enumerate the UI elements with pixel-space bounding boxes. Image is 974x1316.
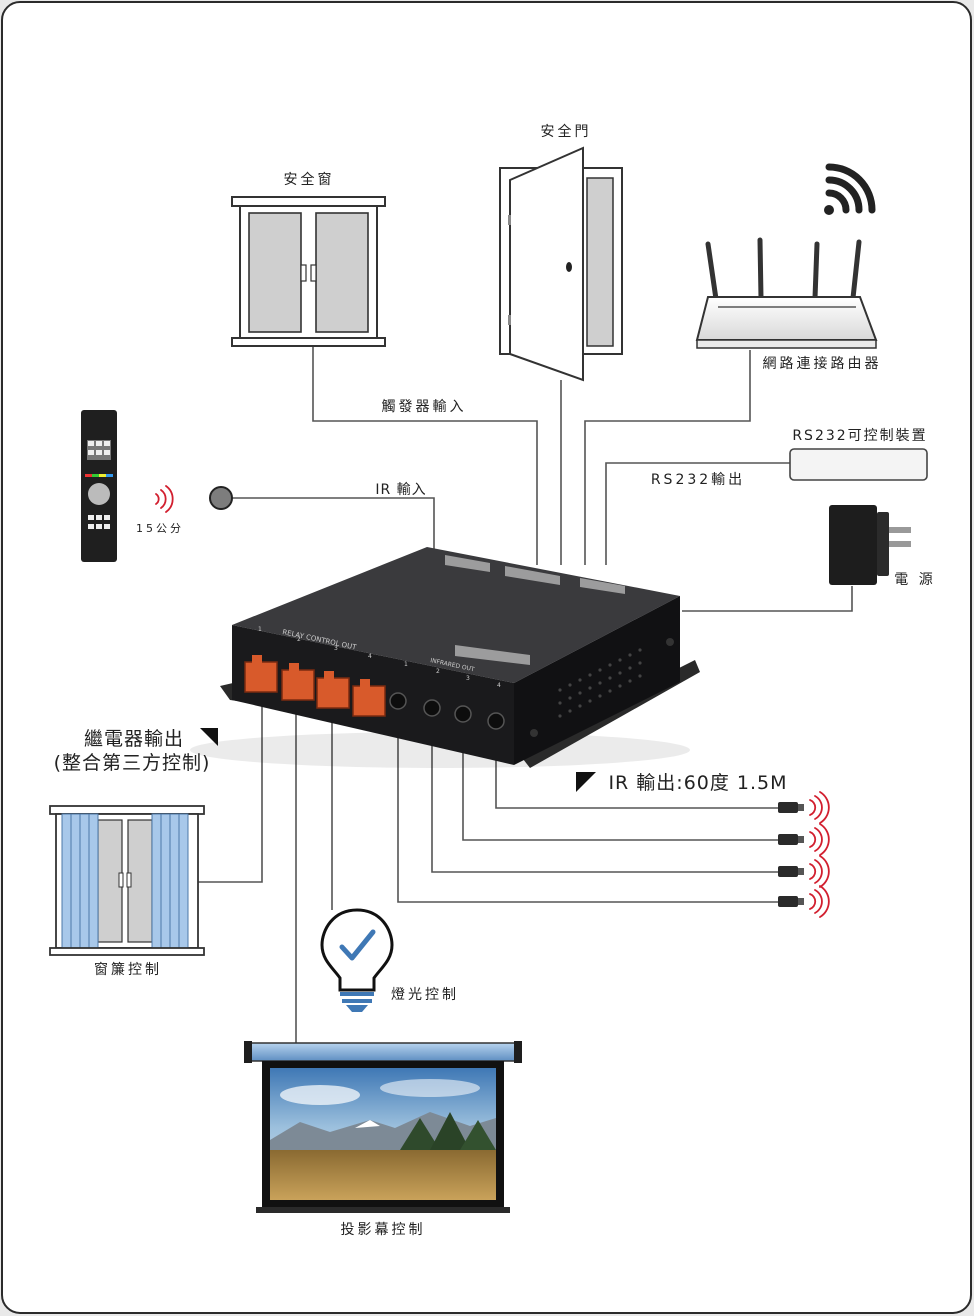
light-control-label: 燈光控制 (391, 987, 459, 1003)
projector-screen-icon (244, 1041, 522, 1213)
relay-ports (244, 655, 386, 717)
curtain-window-icon (49, 805, 205, 956)
ir-emitters (778, 791, 830, 918)
router-label: 網路連接路由器 (763, 355, 882, 372)
ir-output-label: IR 輸出:60度 1.5M (608, 772, 787, 794)
trigger-input-label: 觸發器輸入 (382, 399, 467, 415)
relay-port-number: 2 (297, 636, 301, 643)
remote-control-icon (81, 410, 117, 562)
ir-port-number: 2 (436, 668, 440, 675)
relay-arrow-icon (200, 728, 218, 746)
rs232-output-label: RS232輸出 (651, 472, 745, 488)
light-bulb-icon (320, 908, 394, 1012)
ir-out-ports (389, 692, 505, 730)
relay-port-number: 1 (258, 626, 262, 633)
ir-port-number: 4 (497, 682, 501, 689)
safety-door-label: 安全門 (541, 123, 592, 140)
curtain-control-label: 窗簾控制 (94, 961, 162, 978)
ir-input-label: IR 輸入 (375, 482, 426, 498)
relay-port-number: 3 (334, 645, 338, 652)
connection-lines (197, 345, 853, 1043)
distance-label: 15公分 (136, 522, 184, 535)
ir-receiver-sensor (209, 486, 233, 510)
rs232-device-label: RS232可控制裝置 (792, 428, 927, 444)
router-icon (695, 237, 878, 349)
vent-holes (558, 648, 642, 718)
control-device: RELAY CONTROL OUT INFRARED OUT 1 2 3 4 1… (190, 547, 700, 768)
ir-port-number: 3 (466, 675, 470, 682)
rs232-device-icon (789, 448, 928, 481)
wifi-icon (824, 163, 876, 215)
ir-port-number: 1 (404, 661, 408, 668)
safety-door-icon (499, 146, 623, 382)
relay-port-number: 4 (368, 653, 372, 660)
ir-signal-icon (155, 485, 174, 513)
safety-window-icon (231, 196, 386, 347)
screen-control-label: 投影幕控制 (341, 1222, 426, 1238)
relay-output-sublabel: (整合第三方控制) (54, 752, 211, 774)
power-label: 電 源 (894, 572, 935, 588)
ir-output-arrow-icon (576, 772, 596, 792)
relay-output-label: 繼電器輸出 (84, 728, 184, 750)
power-adapter-icon (829, 505, 911, 585)
safety-window-label: 安全窗 (284, 171, 335, 188)
